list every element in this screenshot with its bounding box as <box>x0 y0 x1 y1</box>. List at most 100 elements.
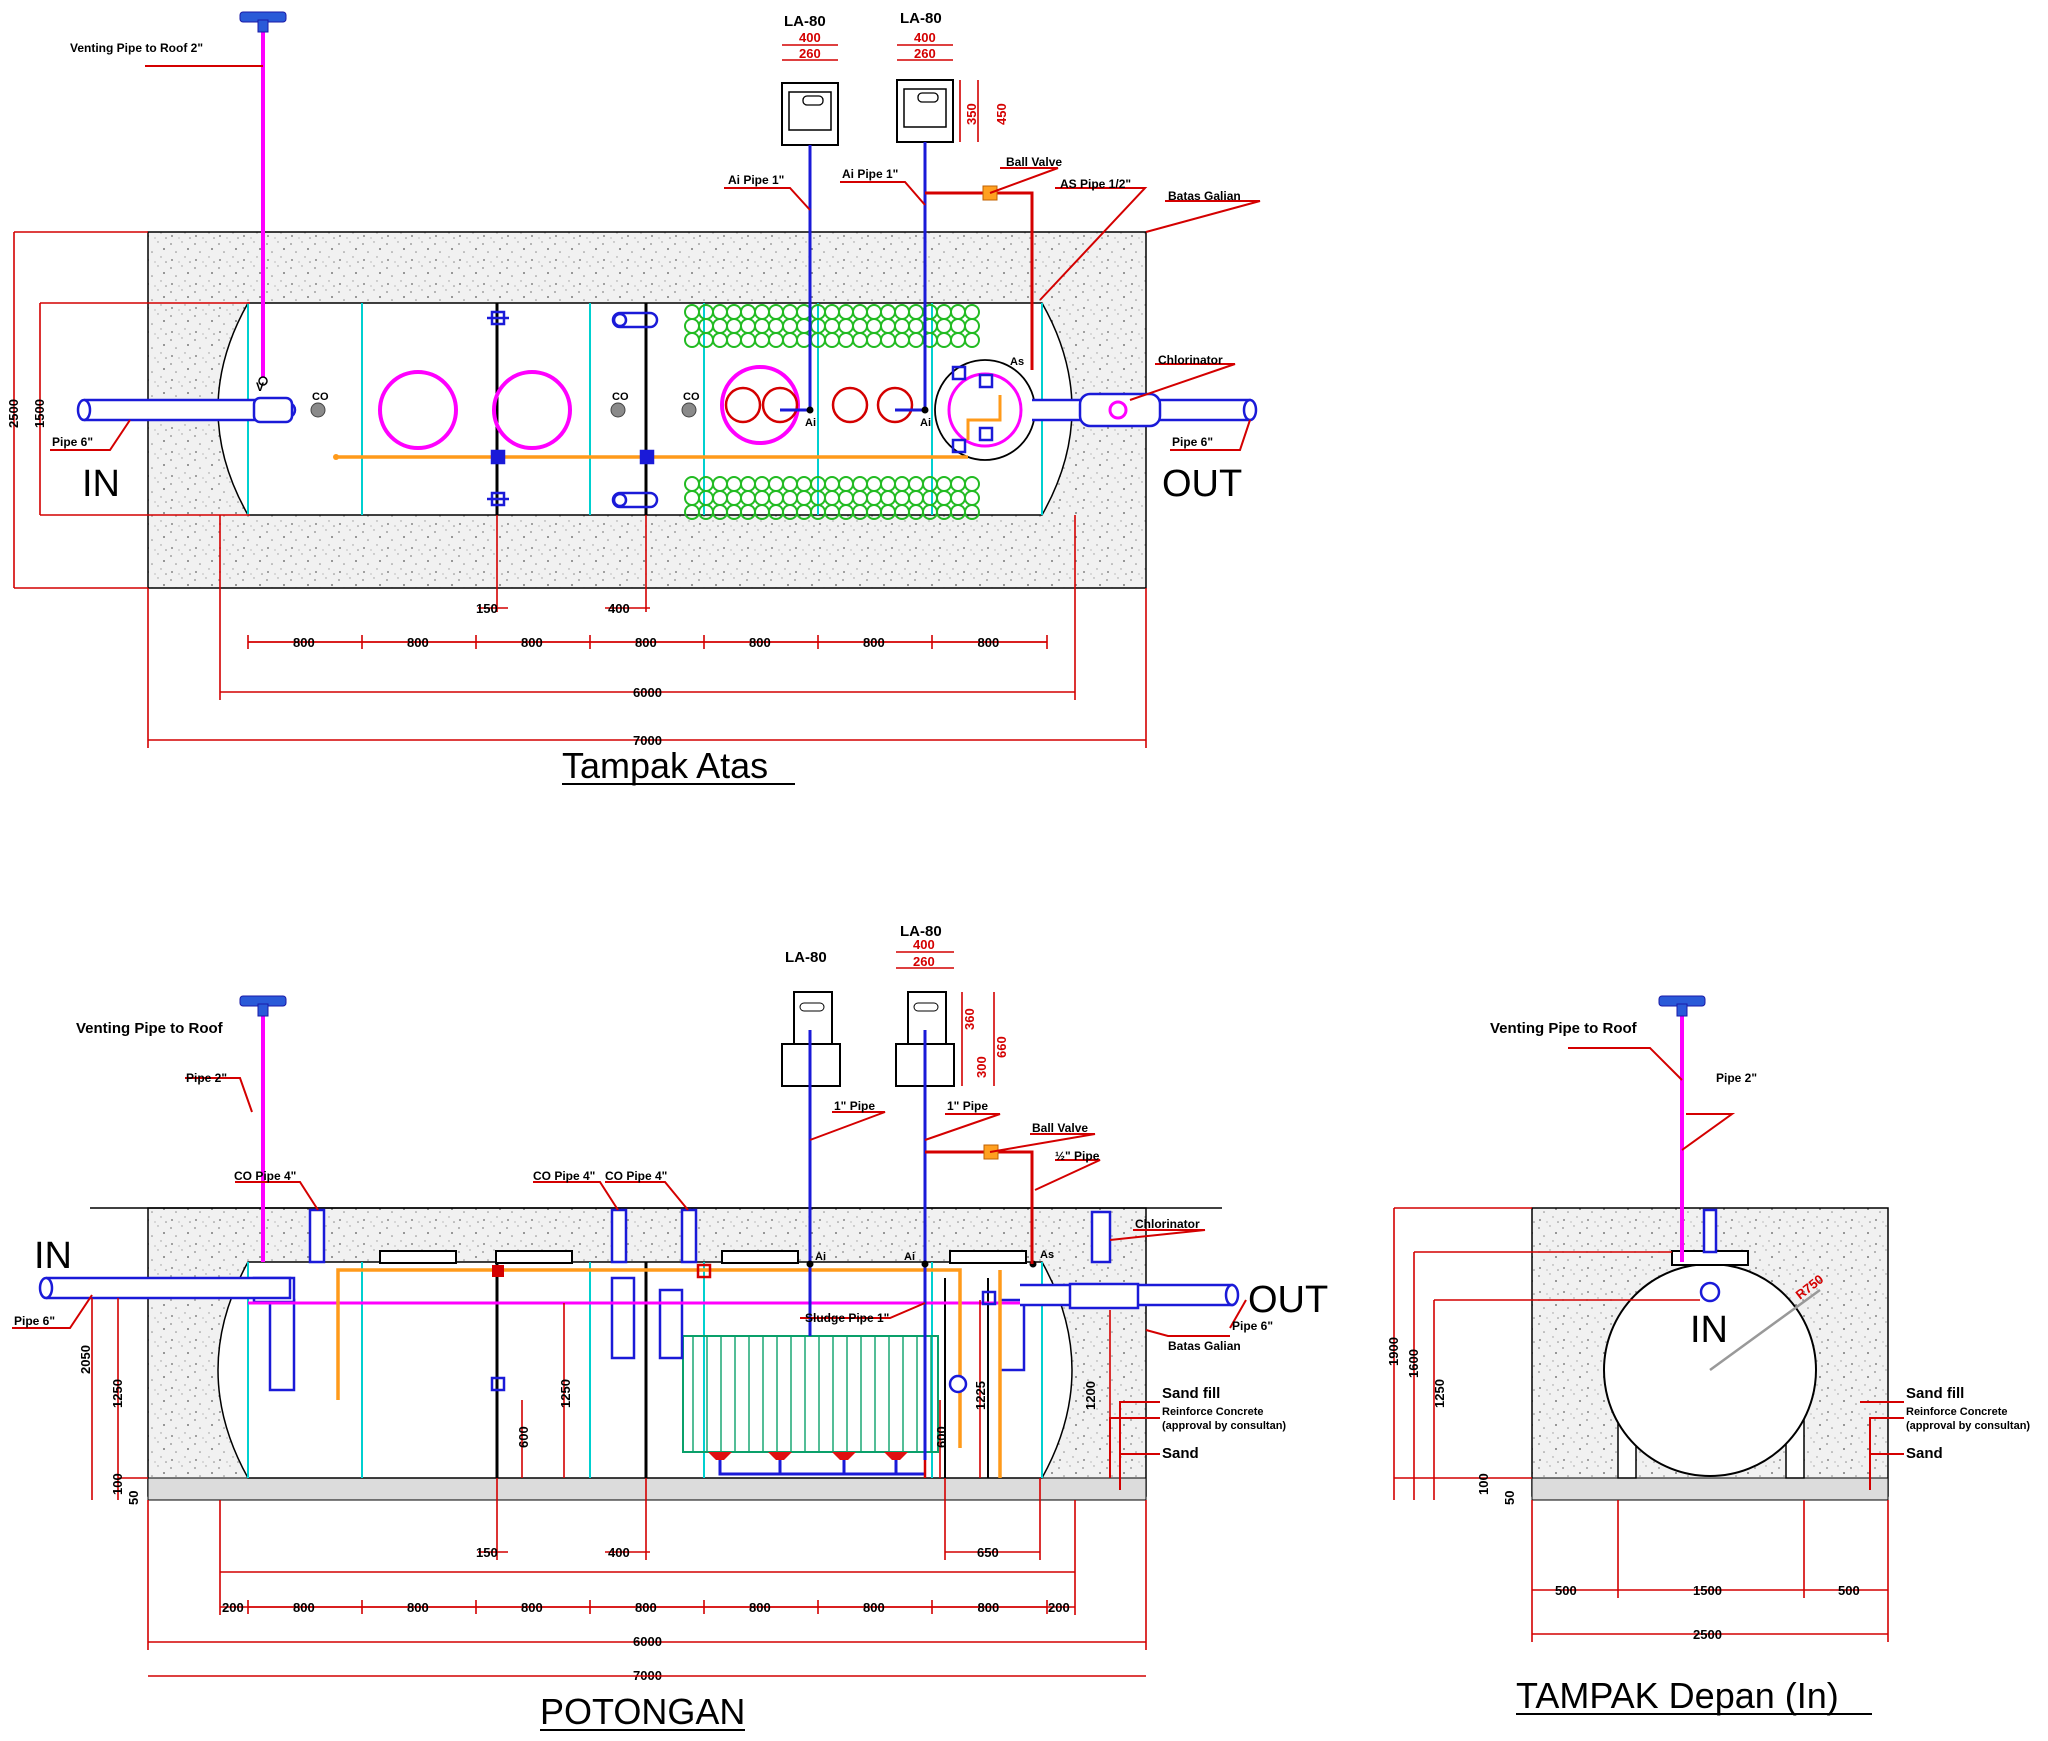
dim-650-section: 650 <box>977 1545 999 1560</box>
segment-dim-label: 800 <box>749 635 771 650</box>
diffuser-circle-1 <box>724 386 762 424</box>
dim-500b-front: 500 <box>1838 1583 1860 1598</box>
segment-dim-label: 800 <box>978 635 1000 650</box>
top-view: CO CO CO <box>6 10 1261 786</box>
segment-dim-label: 800 <box>407 635 429 650</box>
title-tampak-atas: Tampak Atas <box>562 745 768 786</box>
sludge-callout: Sludge Pipe 1" <box>805 1311 889 1325</box>
dim-200b-section: 200 <box>1048 1600 1070 1615</box>
title-tampak-depan: TAMPAK Depan (In) <box>1516 1675 1839 1716</box>
dim-1250-front: 1250 <box>1432 1379 1447 1408</box>
segment-dim-label: 800 <box>293 635 315 650</box>
co-pipe-callout-2: CO Pipe 4" <box>533 1169 595 1183</box>
sand-base-front <box>1531 1477 1889 1501</box>
leaders-top <box>50 65 1261 451</box>
bio-media-section <box>682 1335 939 1453</box>
vent-cap-icon-front <box>1658 995 1706 1017</box>
venting-callout-section: Venting Pipe to Roof <box>76 1020 224 1037</box>
co-pipe-front <box>1702 1208 1718 1254</box>
dim-50-section: 50 <box>126 1491 141 1505</box>
la80-label-1-section: LA-80 <box>785 949 827 966</box>
blower2-h350: 350 <box>964 103 979 125</box>
la80-label-1-top: LA-80 <box>784 13 826 30</box>
out-label-top: OUT <box>1162 463 1242 505</box>
as-label-section: As <box>1040 1249 1054 1261</box>
segment-dim-label: 800 <box>407 1600 429 1615</box>
dim-2500-front: 2500 <box>1693 1627 1722 1642</box>
horizontal-dims-front <box>1531 1500 1889 1642</box>
co-label-3: CO <box>683 391 700 403</box>
inlet-pipe-top <box>76 396 297 424</box>
dim-400-top: 400 <box>608 601 630 616</box>
dim-100-front: 100 <box>1476 1473 1491 1495</box>
vertical-dims-top <box>13 231 250 589</box>
la80-label-2-section: LA-80 <box>900 923 942 940</box>
radius-line <box>1709 1288 1821 1372</box>
airlift-pipe-top <box>925 191 1034 370</box>
blower-1-top <box>781 82 839 146</box>
blower-1-section <box>781 991 841 1087</box>
inlet-pipe-circle-2 <box>492 370 572 450</box>
dim-50-front: 50 <box>1502 1491 1517 1505</box>
sand-callout-front: Sand <box>1906 1445 1943 1462</box>
pipe-1in-callout-1: 1" Pipe <box>834 1099 875 1113</box>
vertical-dims-section <box>91 1298 1111 1500</box>
segment-dim-label: 800 <box>635 635 657 650</box>
diffuser-circle-4 <box>876 386 914 424</box>
sand-callout-section: Sand <box>1162 1445 1199 1462</box>
ai-label-1-section: Ai <box>815 1251 826 1263</box>
blower-dims-top <box>782 44 979 142</box>
segment-dim-label: 800 <box>749 1600 771 1615</box>
in-label-front: IN <box>1690 1309 1728 1351</box>
co-pipe-callout-3: CO Pipe 4" <box>605 1169 667 1183</box>
dim-1600-front: 1600 <box>1406 1349 1421 1378</box>
half-pipe-callout: ½" Pipe <box>1055 1149 1100 1163</box>
co-pipes-section <box>308 1208 698 1264</box>
venting-callout-front: Venting Pipe to Roof <box>1490 1020 1638 1037</box>
pipe-1in-callout-2: 1" Pipe <box>947 1099 988 1113</box>
co-dot-2 <box>610 402 626 418</box>
blower-h360-section: 360 <box>962 1008 977 1030</box>
horizontal-dims-section <box>147 1478 1147 1650</box>
dim-100-section: 100 <box>110 1473 125 1495</box>
segment-dim-label: 800 <box>978 1600 1000 1615</box>
bio-media-lower <box>684 476 980 520</box>
dim-600a: 600 <box>516 1426 531 1448</box>
manholes-section <box>379 1250 1027 1264</box>
ball-valve-callout-top: Ball Valve <box>1006 155 1062 169</box>
rc-callout-2-front: (approval by consultan) <box>1906 1420 2030 1432</box>
as-label-top: As <box>1010 356 1024 368</box>
outlet-pipe-section <box>1020 1210 1240 1310</box>
leaders-front <box>1568 1047 1904 1490</box>
outlet-pipe-top <box>1032 392 1258 428</box>
segment-dim-label: 800 <box>521 1600 543 1615</box>
sand-fill-callout-front: Sand fill <box>1906 1385 1964 1402</box>
leaders-section <box>12 1077 1247 1490</box>
ai-label-2: Ai <box>920 417 931 429</box>
dim-1500-top: 1500 <box>32 399 47 428</box>
segment-dim-label: 800 <box>863 635 885 650</box>
blower-h300-section: 300 <box>974 1056 989 1078</box>
in-label-section: IN <box>34 1235 72 1277</box>
blower-2-top <box>896 79 954 143</box>
inlet-pipe-front <box>1699 1281 1721 1303</box>
blower-w400-section: 400 <box>913 937 935 952</box>
co-label-1: CO <box>312 391 329 403</box>
blower-dims-section <box>896 951 995 1086</box>
blower-h660-section: 660 <box>994 1036 1009 1058</box>
ball-valve-callout-section: Ball Valve <box>1032 1121 1088 1135</box>
pipe2-callout-section: Pipe 2" <box>186 1071 227 1085</box>
diffuser-circle-2 <box>761 386 799 424</box>
dim-1200: 1200 <box>1083 1381 1098 1410</box>
dim-7000-top: 7000 <box>633 733 662 748</box>
inlet-pipe-circle-1 <box>378 370 458 450</box>
dim-1250a: 1250 <box>110 1379 125 1408</box>
blower2-h450: 450 <box>994 103 1009 125</box>
batas-galian-section: Batas Galian <box>1168 1339 1241 1353</box>
blower1-w260: 260 <box>799 46 821 61</box>
blue-fittings-top <box>487 310 994 509</box>
co-dot-1 <box>310 402 326 418</box>
